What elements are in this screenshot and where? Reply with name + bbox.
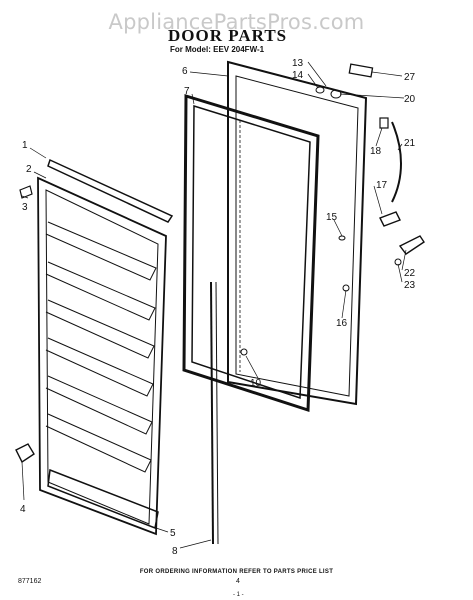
ordering-note: FOR ORDERING INFORMATION REFER TO PARTS …	[139, 569, 334, 575]
leader-lines	[21, 61, 407, 549]
callout-2: 2	[26, 164, 32, 175]
spacer-part-10	[240, 348, 248, 356]
door-gasket	[182, 93, 320, 413]
switch-part	[379, 211, 401, 227]
callout-numbers: 1 2 3 4 5 6 7 8 10 13 14 15 16 17 18 20 …	[20, 58, 416, 557]
callout-22: 22	[404, 268, 416, 279]
callout-13: 13	[292, 58, 304, 69]
callout-10: 10	[250, 378, 262, 389]
latch-bracket-part	[379, 117, 389, 129]
callout-8: 8	[172, 546, 178, 557]
callout-21: 21	[404, 138, 416, 149]
page-title: DOOR PARTS	[168, 26, 288, 45]
callout-5: 5	[170, 528, 176, 539]
top-trim-strip	[47, 158, 174, 223]
callout-3: 3	[22, 202, 28, 213]
inner-door-liner	[37, 176, 167, 536]
callout-14: 14	[292, 70, 304, 81]
hinge-bracket-part	[398, 235, 425, 255]
document-number: 877162	[18, 578, 42, 585]
shelf-clip-part	[19, 185, 33, 199]
watermark: AppliancePartsPros.com	[108, 10, 365, 34]
callout-16: 16	[336, 318, 348, 329]
callout-1: 1	[22, 140, 28, 151]
callout-20: 20	[404, 94, 416, 105]
door-outer-panel	[227, 60, 368, 406]
screw-part-14	[315, 86, 325, 94]
vertical-gasket-strip	[210, 281, 219, 545]
callout-23: 23	[404, 280, 416, 291]
callout-18: 18	[370, 146, 382, 157]
door-handle-part	[391, 121, 402, 203]
plug-part-15	[338, 235, 346, 241]
model-subtitle: For Model: EEV 204FW-1	[170, 45, 265, 54]
callout-15: 15	[326, 212, 338, 223]
page-number: 4	[236, 578, 240, 585]
bottom-page-mark: - 1 -	[233, 592, 244, 598]
callout-7: 7	[184, 86, 190, 97]
handle-cap-part	[348, 63, 374, 78]
callout-27: 27	[404, 72, 416, 83]
bottom-hinge-part	[15, 443, 35, 464]
callout-17: 17	[376, 180, 388, 191]
callout-4: 4	[20, 504, 26, 515]
callout-6: 6	[182, 66, 188, 77]
